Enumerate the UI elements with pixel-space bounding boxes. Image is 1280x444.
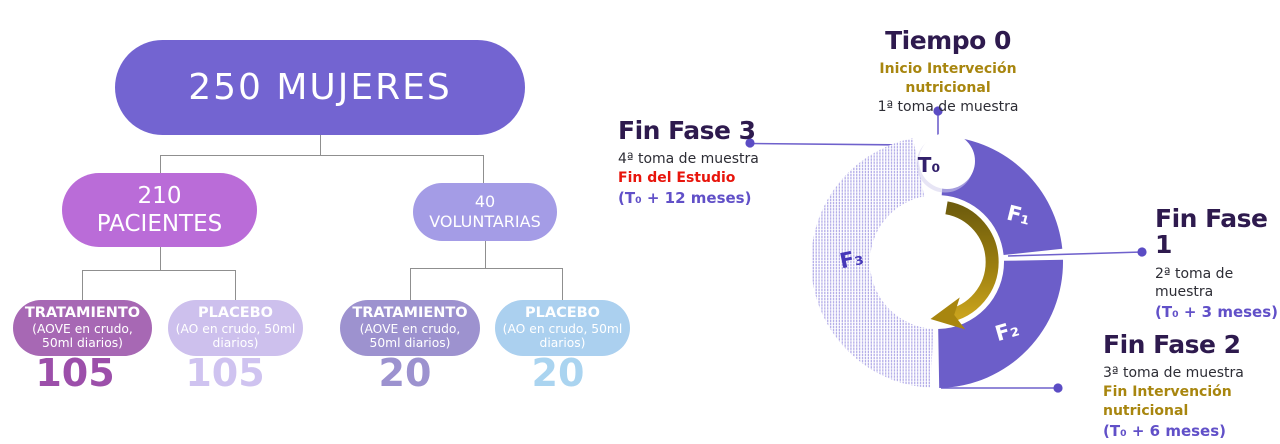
- callout-title: Fin Fase 1: [1155, 204, 1268, 260]
- callout-tiempo0: Tiempo 0 Inicio Interveción nutricional …: [838, 26, 1058, 117]
- branch-node-voluntarias: 40 VOLUNTARIAS: [413, 183, 557, 241]
- callout-fin-fase-3: Fin Fase 3 4ª toma de muestra Fin del Es…: [618, 116, 798, 208]
- cycle-arrow: [930, 201, 999, 330]
- callout-line-gold: Fin Intervención nutricional: [1103, 384, 1232, 420]
- callout-line: 3ª toma de muestra: [1103, 365, 1244, 382]
- branch-label: VOLUNTARIAS: [429, 212, 541, 231]
- group-size-placebo-voluntarias: 20: [531, 351, 585, 395]
- leaf-title: TRATAMIENTO: [352, 305, 468, 322]
- label-t0: T₀: [918, 153, 940, 177]
- callout-fin-fase-2: Fin Fase 2 3ª toma de muestra Fin Interv…: [1103, 330, 1280, 441]
- leaf-node-placebo-pacientes: PLACEBO (AO en crudo, 50ml diarios): [168, 300, 303, 356]
- connector-dot: [745, 138, 755, 148]
- leaf-detail: (AOVE en crudo, 50ml diarios): [359, 321, 461, 351]
- group-size-tratamiento-voluntarias: 20: [378, 351, 432, 395]
- callout-line: 4ª toma de muestra: [618, 151, 759, 168]
- group-size-tratamiento-pacientes: 105: [35, 351, 115, 395]
- connector-line: [235, 270, 236, 300]
- callout-line-gold: Inicio Interveción nutricional: [879, 61, 1017, 97]
- branch-count: 210: [137, 182, 182, 209]
- connector-fin-fase-3: [749, 142, 906, 146]
- callout-title: Fin Fase 2: [1103, 330, 1241, 359]
- label-f3: F₃: [838, 245, 866, 273]
- leaf-detail: (AO en crudo, 50ml diarios): [502, 321, 623, 351]
- connector-line: [410, 268, 411, 300]
- connector-line: [562, 268, 563, 300]
- leaf-detail: (AOVE en crudo, 50ml diarios): [32, 321, 133, 351]
- connector-line: [483, 155, 484, 183]
- connector-line: [160, 155, 161, 173]
- connector-line: [320, 135, 321, 155]
- connector-dot: [1137, 247, 1147, 257]
- branch-count: 40: [474, 192, 496, 211]
- callout-fin-fase-1: Fin Fase 1 2ª toma de muestra (T₀ + 3 me…: [1155, 204, 1280, 323]
- connector-line: [160, 155, 484, 156]
- callout-title: Fin Fase 3: [618, 116, 756, 145]
- callout-line: 1ª toma de muestra: [877, 99, 1019, 116]
- connector-line: [82, 270, 83, 300]
- t0-disc: [919, 133, 975, 189]
- callout-line-purple: (T₀ + 3 meses): [1155, 303, 1279, 322]
- connector-line: [160, 247, 161, 270]
- ring-segment-f2: [938, 259, 1064, 388]
- branch-label: PACIENTES: [96, 211, 223, 237]
- root-node-250-mujeres: 250 MUJERES: [115, 40, 525, 135]
- label-f1: F₁: [1004, 201, 1033, 230]
- leaf-title: PLACEBO: [524, 305, 600, 322]
- connector-line: [82, 270, 236, 271]
- connector-line: [410, 268, 563, 269]
- root-node-label: 250 MUJERES: [188, 67, 452, 108]
- callout-title: Tiempo 0: [885, 26, 1011, 55]
- branch-node-pacientes: 210 PACIENTES: [62, 173, 257, 247]
- ring-segment-f3-hatched: [811, 138, 934, 388]
- leaf-node-tratamiento-voluntarias: TRATAMIENTO (AOVE en crudo, 50ml diarios…: [340, 300, 480, 356]
- group-size-placebo-pacientes: 105: [185, 351, 265, 395]
- callout-line-red: Fin del Estudio: [618, 170, 736, 187]
- connector-line: [485, 241, 486, 268]
- leaf-title: TRATAMIENTO: [24, 305, 141, 322]
- leaf-node-placebo-voluntarias: PLACEBO (AO en crudo, 50ml diarios): [495, 300, 630, 356]
- callout-line-purple: (T₀ + 6 meses): [1103, 421, 1227, 440]
- callout-line: 2ª toma de muestra: [1155, 265, 1234, 301]
- leaf-node-tratamiento-pacientes: TRATAMIENTO (AOVE en crudo, 50ml diarios…: [13, 300, 152, 356]
- connector-fin-fase-1: [1007, 251, 1143, 257]
- leaf-title: PLACEBO: [197, 305, 273, 322]
- connector-dot: [1053, 383, 1063, 393]
- callout-line-purple: (T₀ + 12 meses): [618, 189, 752, 208]
- connector-dot: [933, 106, 943, 116]
- leaf-detail: (AO en crudo, 50ml diarios): [175, 321, 296, 351]
